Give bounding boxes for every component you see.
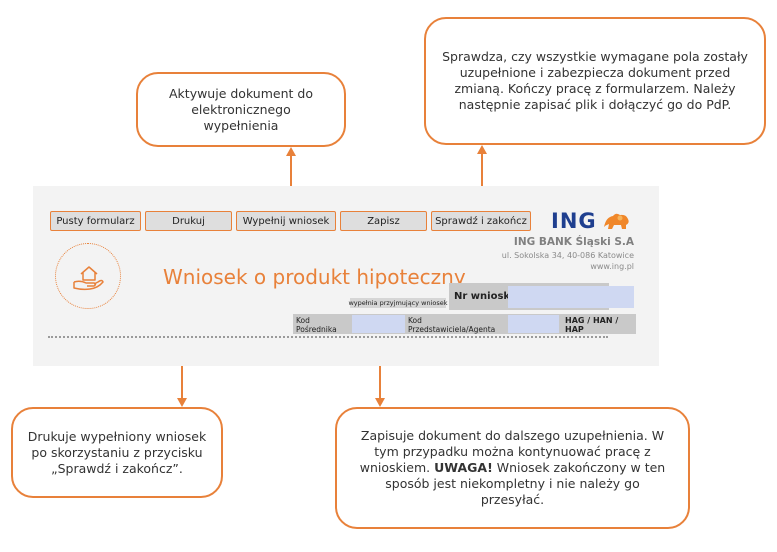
- filled-by-label: wypełnia przyjmujący wniosek: [348, 298, 448, 308]
- bank-name: ING BANK Śląski S.A: [513, 236, 634, 248]
- callout-check-finish-text: Sprawdza, czy wszystkie wymagane pola zo…: [442, 49, 748, 112]
- callout-check-finish: Sprawdza, czy wszystkie wymagane pola zo…: [424, 17, 766, 145]
- bank-address: ul. Sokolska 34, 40-086 Katowice: [501, 251, 634, 260]
- arrow-line-activate: [290, 155, 292, 211]
- broker-code-label: Kod Pośrednika: [296, 316, 337, 334]
- save-button[interactable]: Zapisz: [340, 211, 427, 231]
- separator-line: [48, 336, 608, 338]
- arrow-to-check-finish: [477, 145, 487, 154]
- agent-code-label: Kod Przedstawiciela/Agenta: [408, 316, 496, 334]
- arrow-line-check-finish: [481, 153, 483, 211]
- agent-code-field[interactable]: [508, 315, 559, 333]
- callout-save-text: Zapisuje dokument do dalszego uzupełnien…: [359, 428, 666, 507]
- bank-website: www.ing.pl: [590, 262, 634, 271]
- house-in-hand-icon: [55, 243, 121, 309]
- callout-activate-text: Aktywuje dokument do elektronicznego wyp…: [169, 85, 313, 133]
- fill-form-button[interactable]: Wypełnij wniosek: [236, 211, 336, 231]
- callout-print: Drukuje wypełniony wniosek po skorzystan…: [11, 407, 223, 498]
- codes-label: HAG / HAN / HAP: [565, 316, 619, 334]
- print-button[interactable]: Drukuj: [145, 211, 232, 231]
- callout-print-text: Drukuje wypełniony wniosek po skorzystan…: [27, 428, 207, 476]
- callout-save: Zapisuje dokument do dalszego uzupełnien…: [335, 407, 690, 529]
- warning-label: UWAGA!: [434, 460, 493, 475]
- check-finish-button[interactable]: Sprawdź i zakończ: [431, 211, 531, 231]
- form-title: Wniosek o produkt hipoteczny: [163, 265, 466, 289]
- arrow-to-save: [375, 398, 385, 407]
- empty-form-button[interactable]: Pusty formularz: [50, 211, 141, 231]
- callout-activate: Aktywuje dokument do elektronicznego wyp…: [136, 72, 346, 147]
- arrow-to-activate: [286, 147, 296, 156]
- ing-lion-icon: [604, 213, 629, 229]
- arrow-to-print: [177, 398, 187, 407]
- broker-code-field[interactable]: [352, 315, 405, 333]
- ing-logo: ING: [551, 209, 597, 233]
- application-number-field[interactable]: [508, 286, 634, 308]
